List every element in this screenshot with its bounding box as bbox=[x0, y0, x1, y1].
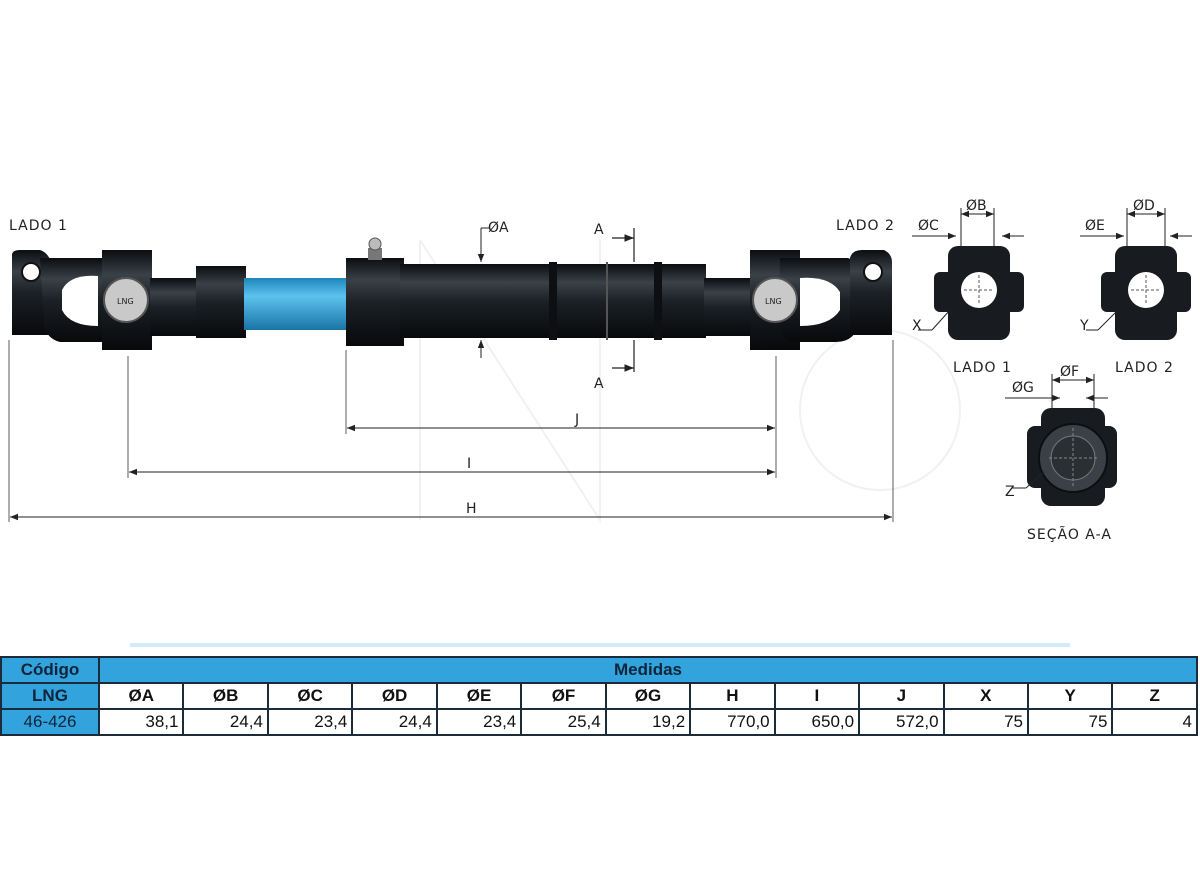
table-cell: 770,0 bbox=[689, 708, 776, 736]
outer-tube bbox=[346, 258, 706, 346]
table-cell: 650,0 bbox=[773, 708, 861, 736]
col-header: ØE bbox=[435, 682, 523, 710]
side1-x-label: X bbox=[912, 318, 922, 334]
extension-lines bbox=[8, 340, 894, 522]
col-header: ØB bbox=[182, 682, 269, 710]
table-cell: 24,4 bbox=[182, 708, 269, 736]
table-cell: 24,4 bbox=[351, 708, 438, 736]
table-cell: 23,4 bbox=[435, 708, 523, 736]
side1-title: LADO 1 bbox=[953, 360, 1012, 376]
col-header: ØC bbox=[266, 682, 354, 710]
product-code: 46-426 bbox=[0, 708, 100, 736]
section-view bbox=[1005, 374, 1117, 506]
dim-h-label: H bbox=[466, 501, 477, 517]
col-header: ØG bbox=[604, 682, 692, 710]
left-cross-cap: LNG bbox=[103, 277, 149, 323]
table-cell: 38,1 bbox=[97, 708, 185, 736]
left-collar bbox=[196, 266, 246, 338]
section-marks bbox=[612, 228, 635, 372]
dim-a-label: ØA bbox=[488, 220, 509, 236]
col-header: ØD bbox=[351, 682, 438, 710]
section-mark-bottom: A bbox=[594, 376, 604, 392]
table-cell: 25,4 bbox=[520, 708, 607, 736]
side2-view bbox=[1080, 208, 1192, 340]
driveshaft-drawing: LADO 1 LADO 2 LNG LNG bbox=[8, 198, 1192, 647]
col-header: J bbox=[858, 682, 945, 710]
right-neck bbox=[704, 278, 754, 336]
side1-dim-c: ØC bbox=[918, 218, 939, 234]
side2-y-label: Y bbox=[1079, 318, 1089, 334]
table-cell: 23,4 bbox=[266, 708, 354, 736]
table-row: 46-426 38,1 24,4 23,4 24,4 23,4 25,4 19,… bbox=[0, 708, 1198, 736]
section-mark-top: A bbox=[594, 222, 604, 238]
blue-tube bbox=[244, 278, 348, 330]
code-header: Código bbox=[0, 656, 100, 684]
section-title: SEÇÃO A-A bbox=[1027, 526, 1112, 543]
spec-table: Código Medidas LNG ØA ØB ØC ØD ØE ØF ØG … bbox=[0, 656, 1198, 736]
brand-header: LNG bbox=[0, 682, 100, 710]
table-cell: 75 bbox=[1026, 708, 1114, 736]
dim-a bbox=[477, 227, 490, 358]
col-header: Y bbox=[1026, 682, 1114, 710]
table-cell: 75 bbox=[942, 708, 1029, 736]
side1-dim-b: ØB bbox=[966, 198, 987, 214]
grease-fitting bbox=[368, 237, 382, 260]
table-cell: 4 bbox=[1111, 708, 1198, 736]
section-z-label: Z bbox=[1005, 484, 1015, 500]
col-header: Z bbox=[1111, 682, 1198, 710]
col-header: ØF bbox=[520, 682, 607, 710]
col-header: X bbox=[942, 682, 1029, 710]
side2-dim-e: ØE bbox=[1085, 218, 1105, 234]
col-header: I bbox=[773, 682, 861, 710]
section-dim-f: ØF bbox=[1060, 364, 1079, 380]
col-header: H bbox=[689, 682, 776, 710]
side2-title: LADO 2 bbox=[1115, 360, 1174, 376]
measures-header: Medidas bbox=[98, 656, 1198, 684]
dim-j-label: J bbox=[574, 412, 579, 428]
spec-header-row: Código Medidas bbox=[0, 656, 1198, 684]
section-dim-g: ØG bbox=[1012, 380, 1034, 396]
table-cell: 19,2 bbox=[604, 708, 692, 736]
side2-dim-d: ØD bbox=[1133, 198, 1155, 214]
lado1-label: LADO 1 bbox=[9, 218, 68, 234]
right-cross-cap: LNG bbox=[752, 277, 798, 323]
spec-columns-row: LNG ØA ØB ØC ØD ØE ØF ØG H I J X Y Z bbox=[0, 682, 1198, 710]
table-shadow bbox=[130, 643, 1070, 647]
table-cell: 572,0 bbox=[858, 708, 945, 736]
lado2-label: LADO 2 bbox=[836, 218, 895, 234]
col-header: ØA bbox=[97, 682, 185, 710]
side1-view bbox=[912, 208, 1024, 340]
left-cap-logo: LNG bbox=[117, 297, 134, 306]
dim-i-label: I bbox=[467, 456, 471, 472]
right-cap-logo: LNG bbox=[765, 297, 782, 306]
